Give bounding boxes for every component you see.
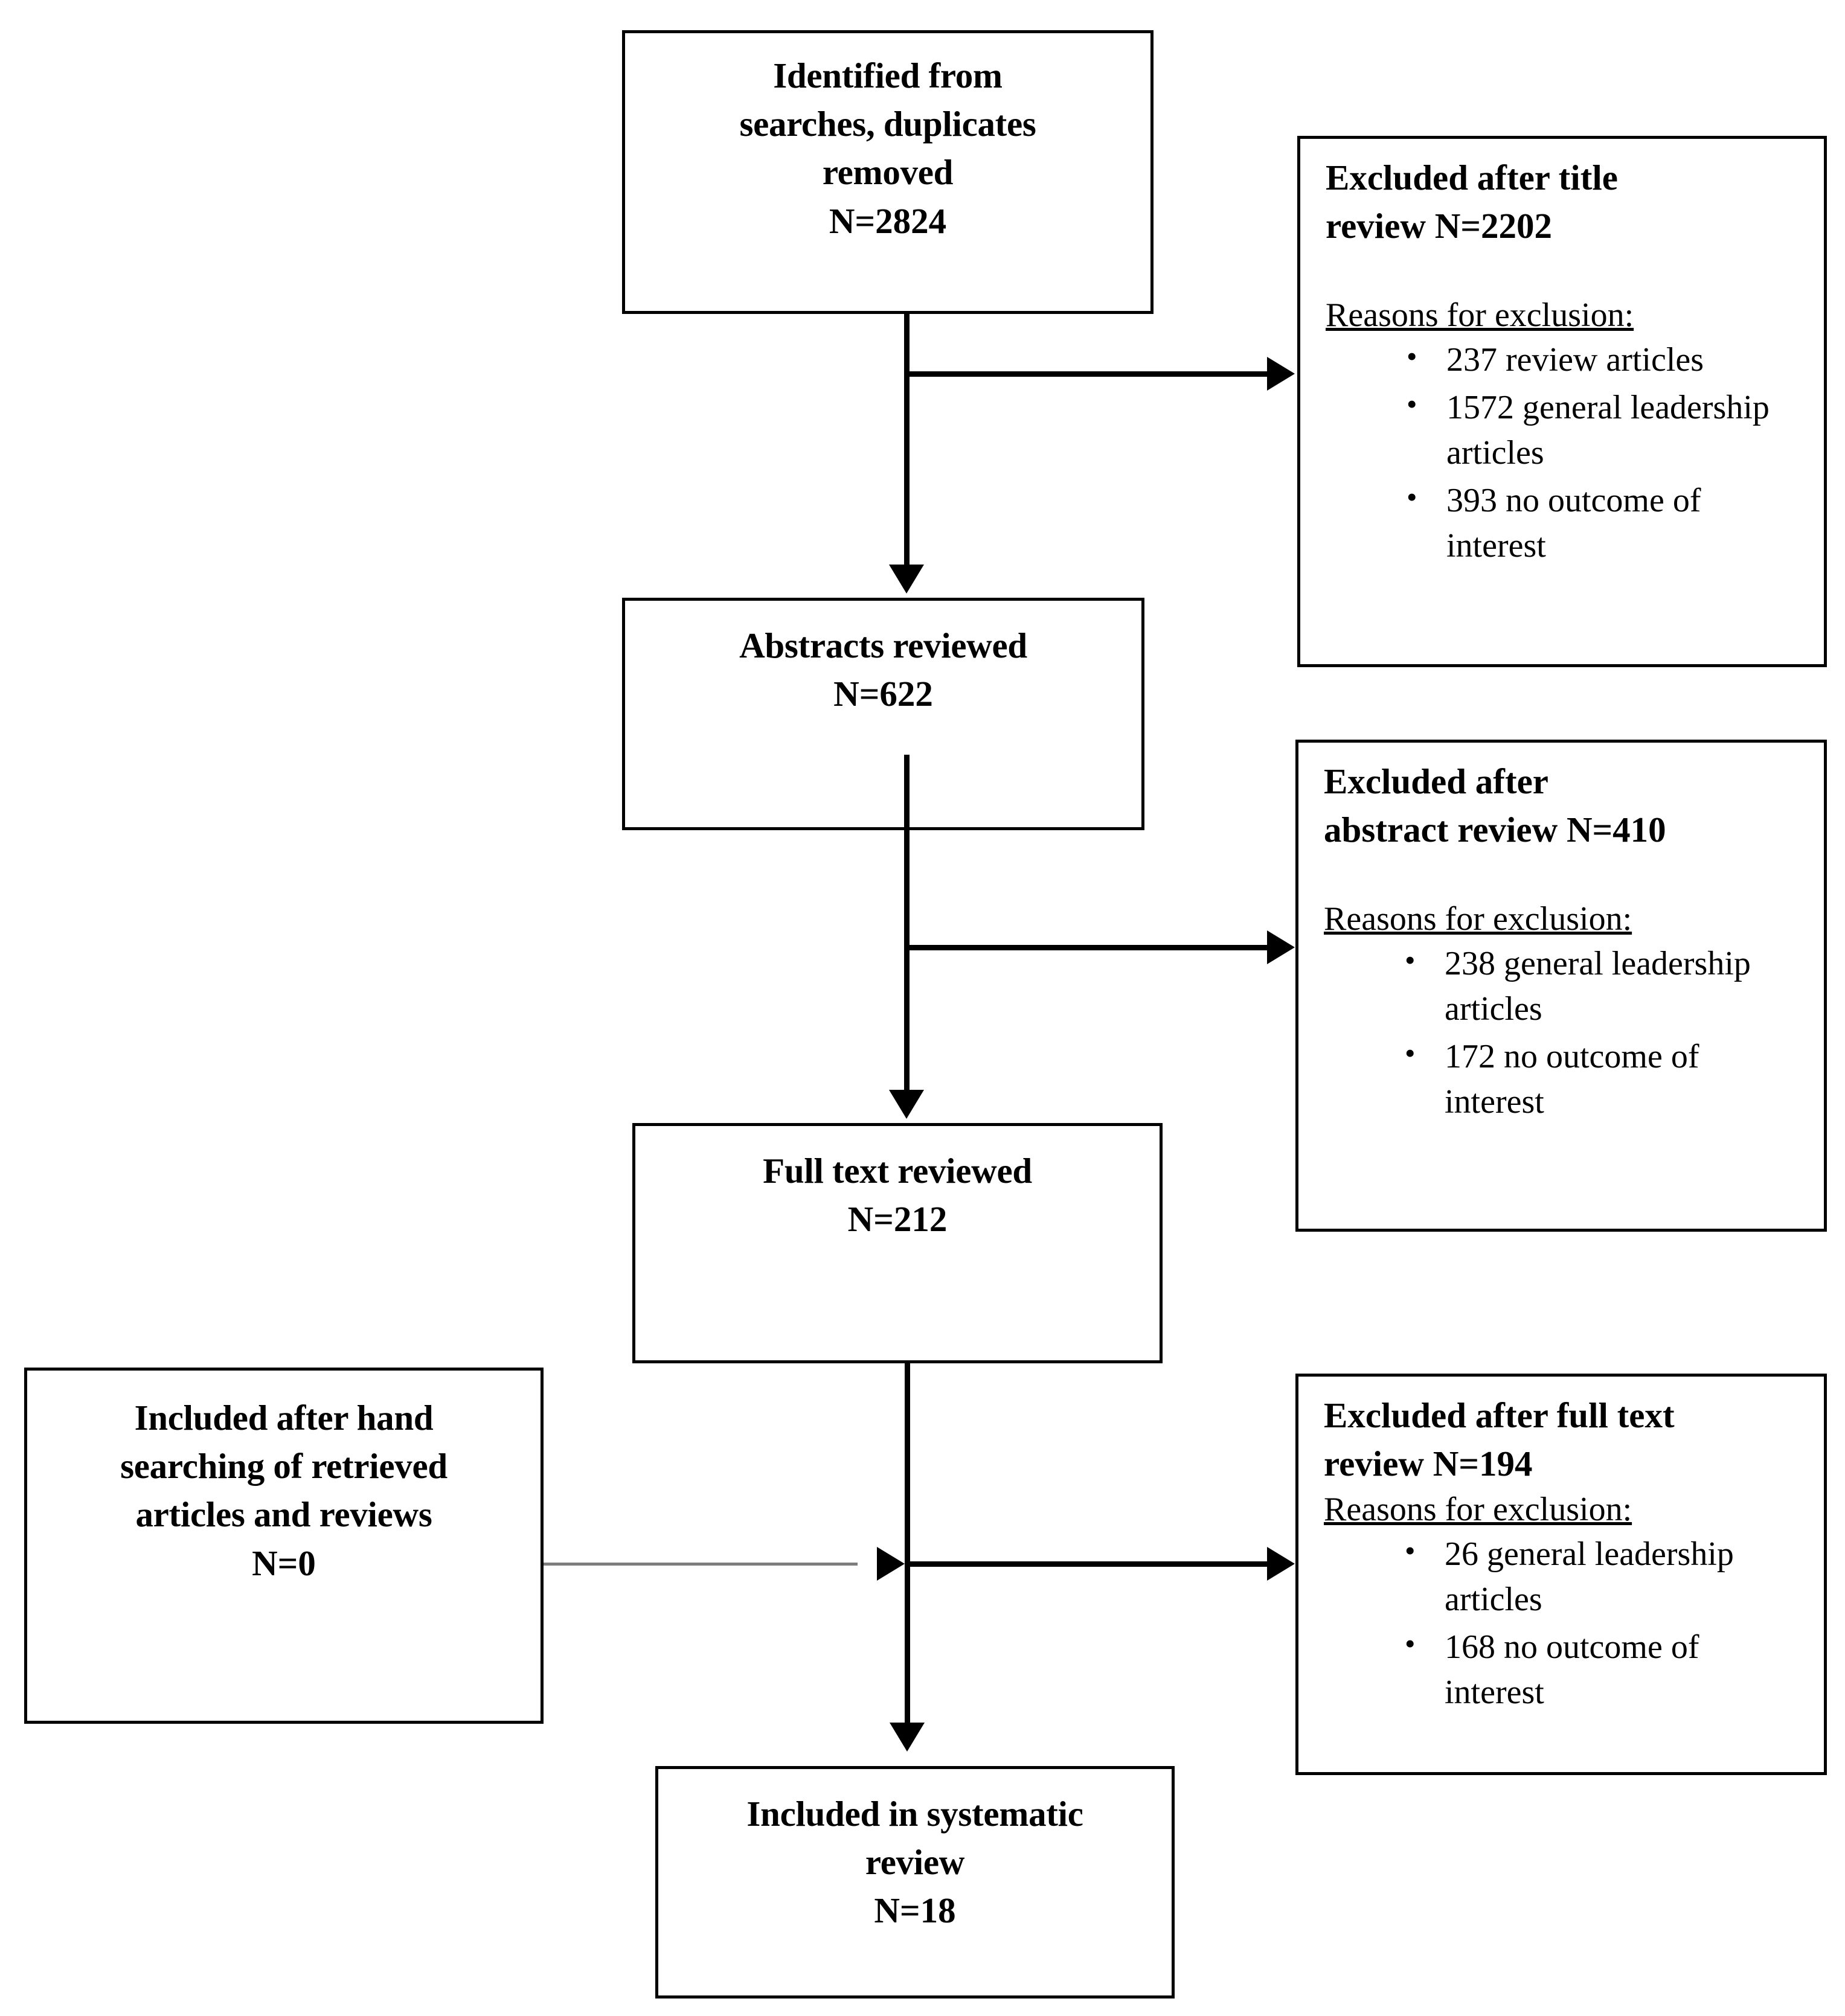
excluded-abstract-reason-list: 238 general leadership articles 172 no o… xyxy=(1324,940,1806,1125)
excluded-abstract-spacer xyxy=(1324,854,1806,897)
arrowhead-abstracts-to-fulltext xyxy=(889,1090,924,1119)
arrowhead-to-excluded-title xyxy=(1267,357,1295,391)
excluded-abstract-heading-line2: abstract review N=410 xyxy=(1324,810,1666,850)
list-item: 26 general leadership articles xyxy=(1401,1531,1806,1622)
node-included-title-line2: review xyxy=(865,1842,965,1883)
node-abstracts-title: Abstracts reviewed xyxy=(739,626,1027,665)
connector-to-excluded-fulltext xyxy=(905,1561,1269,1567)
list-item: 1572 general leadership articles xyxy=(1403,384,1806,476)
connector-to-excluded-title xyxy=(904,371,1269,377)
node-excluded-after-abstract-review: Excluded after abstract review N=410 Rea… xyxy=(1295,740,1827,1232)
node-included-after-hand-searching: Included after hand searching of retriev… xyxy=(24,1368,544,1724)
excluded-title-reason-list: 237 review articles 1572 general leaders… xyxy=(1326,336,1806,569)
excluded-fulltext-reasons-label: Reasons for exclusion: xyxy=(1324,1491,1632,1529)
node-identified-title-line1: Identified from xyxy=(773,56,1003,95)
excluded-title-heading-line2: review N=2202 xyxy=(1326,206,1552,246)
arrowhead-fulltext-to-included xyxy=(890,1723,925,1752)
node-handsearch-title-line2: searching of retrieved xyxy=(120,1446,448,1486)
list-item: 168 no outcome of interest xyxy=(1401,1624,1806,1715)
excluded-fulltext-reason-list: 26 general leadership articles 168 no ou… xyxy=(1324,1531,1806,1715)
excluded-title-heading-line1: Excluded after title xyxy=(1326,158,1618,197)
arrowhead-handsearch-to-trunk xyxy=(877,1547,905,1581)
list-item: 237 review articles xyxy=(1403,336,1806,383)
list-item: 238 general leadership articles xyxy=(1401,940,1806,1032)
excluded-abstract-reasons-label: Reasons for exclusion: xyxy=(1324,900,1632,938)
node-fulltext-count: N=212 xyxy=(847,1199,948,1240)
node-handsearch-title-line3: articles and reviews xyxy=(135,1494,432,1535)
node-included-count: N=18 xyxy=(874,1890,956,1931)
connector-handsearch-to-trunk xyxy=(544,1563,858,1566)
connector-to-excluded-abstract xyxy=(904,945,1269,950)
list-item: 172 no outcome of interest xyxy=(1401,1033,1806,1125)
node-handsearch-title-line1: Included after hand xyxy=(134,1398,434,1438)
arrowhead-identified-to-abstracts xyxy=(889,565,924,594)
connector-fulltext-to-included xyxy=(905,1363,910,1726)
node-identified-count: N=2824 xyxy=(829,200,947,241)
node-excluded-after-title-review: Excluded after title review N=2202 Reaso… xyxy=(1297,136,1827,667)
node-included-in-systematic-review: Included in systematic review N=18 xyxy=(655,1766,1175,1998)
node-handsearch-count: N=0 xyxy=(252,1543,316,1583)
connector-identified-to-abstracts xyxy=(904,314,910,568)
excluded-title-reasons-label: Reasons for exclusion: xyxy=(1326,296,1634,334)
arrowhead-to-excluded-fulltext xyxy=(1267,1547,1295,1581)
node-fulltext-title: Full text reviewed xyxy=(763,1151,1032,1191)
node-identified-title-line2: searches, duplicates xyxy=(739,104,1036,144)
node-identified-from-searches: Identified from searches, duplicates rem… xyxy=(622,30,1154,314)
node-identified-title-line3: removed xyxy=(822,152,954,193)
excluded-fulltext-heading-line1: Excluded after full text xyxy=(1324,1395,1675,1435)
list-item: 393 no outcome of interest xyxy=(1403,477,1806,569)
arrowhead-to-excluded-abstract xyxy=(1267,930,1295,964)
excluded-fulltext-heading-line2: review N=194 xyxy=(1324,1444,1533,1484)
excluded-title-spacer xyxy=(1326,250,1806,293)
node-abstracts-reviewed: Abstracts reviewed N=622 xyxy=(622,598,1144,830)
node-abstracts-count: N=622 xyxy=(833,674,933,714)
node-excluded-after-full-text-review: Excluded after full text review N=194 Re… xyxy=(1295,1374,1827,1775)
connector-abstracts-to-fulltext xyxy=(904,755,910,1093)
node-full-text-reviewed: Full text reviewed N=212 xyxy=(632,1123,1163,1363)
node-included-title-line1: Included in systematic xyxy=(746,1794,1083,1834)
excluded-abstract-heading-line1: Excluded after xyxy=(1324,761,1548,801)
